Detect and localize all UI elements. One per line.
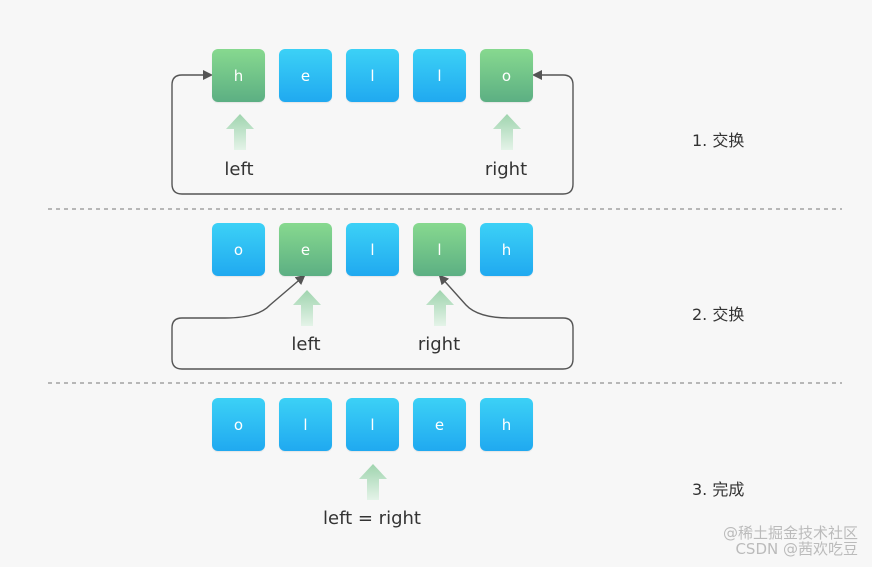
row1-cell-1: e — [279, 49, 332, 102]
row2-cell-2: l — [346, 223, 399, 276]
row3-pointer-label: left = right — [323, 508, 421, 529]
row2-cell-0: o — [212, 223, 265, 276]
row2-step-label: 2. 交换 — [692, 305, 745, 324]
up-arrow-icon — [359, 464, 387, 500]
row2-left-pointer-arrow — [293, 290, 321, 331]
row2-left-connector — [171, 274, 372, 370]
row1-step-label: 1. 交换 — [692, 131, 745, 150]
up-arrow-icon — [226, 114, 254, 150]
row3-step-label: 3. 完成 — [692, 480, 745, 499]
row1-cell-0: h — [212, 49, 265, 102]
row1-cell-4: o — [480, 49, 533, 102]
row1-left-label: left — [224, 159, 254, 180]
row1-cell-2: l — [346, 49, 399, 102]
row3-cell-0: o — [212, 398, 265, 451]
row3-cell-2: l — [346, 398, 399, 451]
watermark-line-1: @稀土掘金技术社区 — [722, 524, 858, 542]
row2-right-label: right — [417, 334, 461, 355]
row3-cell-1: l — [279, 398, 332, 451]
up-arrow-icon — [493, 114, 521, 150]
row1-left-pointer-arrow — [226, 114, 254, 155]
watermark: @稀土掘金技术社区 CSDN @茜欢吃豆 — [723, 525, 858, 557]
row2-right-pointer-arrow — [426, 290, 454, 331]
row1-cell-3: l — [413, 49, 466, 102]
row2-cell-4: h — [480, 223, 533, 276]
row1-right-connector — [340, 70, 574, 195]
row3-cell-3: e — [413, 398, 466, 451]
watermark-line-2: CSDN @茜欢吃豆 — [735, 540, 858, 558]
row3-pointer-arrow — [359, 464, 387, 505]
row1-right-pointer-arrow — [493, 114, 521, 155]
row2-cell-3: l — [413, 223, 466, 276]
row1-right-label: right — [484, 159, 528, 180]
row2-cell-1: e — [279, 223, 332, 276]
row2-left-label: left — [291, 334, 321, 355]
up-arrow-icon — [293, 290, 321, 326]
row2-right-connector — [372, 274, 574, 370]
row3-cell-4: h — [480, 398, 533, 451]
up-arrow-icon — [426, 290, 454, 326]
row1-left-connector — [171, 70, 340, 195]
